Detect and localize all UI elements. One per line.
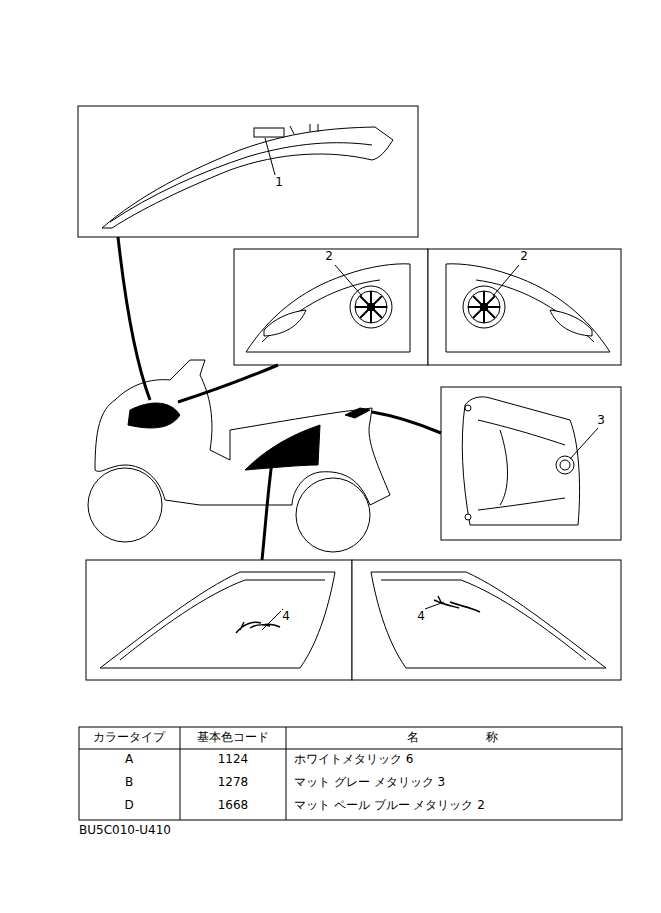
table-cell: A (125, 753, 133, 767)
callout-number: 2 (519, 250, 529, 264)
table-header: 基本色コード (197, 731, 269, 745)
callout-number: 2 (324, 250, 334, 264)
table-cell: B (125, 776, 133, 790)
table-cell: マット グレー メタリック 3 (294, 776, 445, 790)
table-cell: 1278 (218, 776, 249, 790)
color-table (79, 727, 622, 820)
panel-frame (78, 106, 418, 237)
front-cover (102, 127, 393, 228)
body-cover (100, 572, 335, 668)
table-cell: ホワイトメタリック 6 (294, 753, 413, 767)
panel-frame (352, 560, 621, 680)
callout-number: 3 (596, 414, 606, 428)
logo (236, 622, 280, 633)
body-cover (371, 572, 606, 668)
table-header: カラータイプ (93, 731, 165, 745)
panel-frame (441, 387, 621, 540)
table-header: 名 (407, 731, 419, 745)
panel-frame (234, 249, 428, 365)
drawing-code: BU5C010-U410 (79, 824, 171, 838)
callout-number: 4 (281, 610, 291, 624)
scooter-outline (88, 360, 390, 552)
panel-frame (86, 560, 352, 680)
decal-slot (254, 128, 284, 137)
side-panel (246, 264, 410, 352)
table-cell: マット ペール ブルー メタリック 2 (294, 799, 485, 813)
callout-number: 1 (274, 176, 284, 190)
logo (434, 596, 480, 612)
callout-number: 4 (416, 610, 426, 624)
rear-cover (462, 397, 579, 525)
side-panel (446, 264, 610, 352)
table-cell: 1124 (218, 753, 249, 767)
panel-frame (428, 249, 621, 365)
table-header: 称 (486, 731, 498, 745)
table-cell: D (124, 799, 133, 813)
table-cell: 1668 (218, 799, 249, 813)
